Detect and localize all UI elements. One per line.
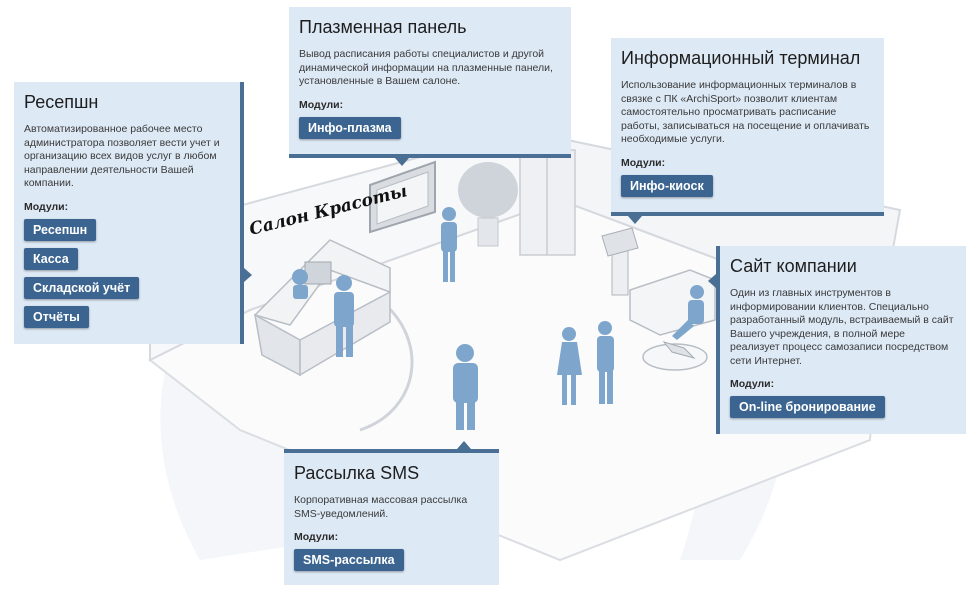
panel-website-pointer <box>708 274 716 288</box>
panel-plasma: Плазменная панель Вывод расписания работ… <box>289 7 571 158</box>
module-button-reception[interactable]: Ресепшн <box>24 218 97 241</box>
module-button-warehouse[interactable]: Складской учёт <box>24 276 140 299</box>
panel-sms-description: Корпоративная массовая рассылка SMS-увед… <box>294 494 468 520</box>
panel-reception: Ресепшн Автоматизированное рабочее место… <box>14 82 244 344</box>
person-man <box>597 321 614 404</box>
panel-sms-modules-label: Модули: <box>294 531 339 543</box>
panel-terminal: Информационный терминал Использование ин… <box>611 38 884 216</box>
person-seated <box>672 285 704 340</box>
panel-plasma-title: Плазменная панель <box>299 17 467 37</box>
panel-reception-description: Автоматизированное рабочее место админис… <box>24 123 220 189</box>
person-silhouettes <box>292 207 704 430</box>
panel-plasma-modules-label: Модули: <box>299 98 344 111</box>
panel-plasma-description: Вывод расписания работы специалистов и д… <box>299 48 553 87</box>
person-at-desk <box>334 275 354 357</box>
panel-sms: Рассылка SMS Корпоративная массовая расс… <box>284 449 499 585</box>
kiosk <box>601 227 639 296</box>
person-back-wall <box>441 207 457 282</box>
panel-website-title: Сайт компании <box>730 256 857 276</box>
panel-reception-modules-label: Модули: <box>24 200 69 213</box>
curved-wall <box>359 298 414 432</box>
plant <box>458 162 518 247</box>
module-button-sms[interactable]: SMS-рассылка <box>294 549 404 571</box>
module-button-reports[interactable]: Отчёты <box>24 305 89 328</box>
panel-terminal-title: Информационный терминал <box>621 48 861 68</box>
panel-website: Сайт компании Один из главных инструмент… <box>716 246 966 434</box>
panel-reception-pointer <box>244 268 252 282</box>
reception-desk <box>253 239 391 377</box>
module-button-info-plasma[interactable]: Инфо-плазма <box>299 116 401 139</box>
panel-website-modules-label: Модули: <box>730 378 775 390</box>
panel-terminal-modules-label: Модули: <box>621 156 666 169</box>
panel-reception-title: Ресепшн <box>24 92 99 112</box>
module-button-online-booking[interactable]: On-line бронирование <box>730 396 885 418</box>
person-phone <box>453 344 478 430</box>
person-receptionist <box>292 269 308 299</box>
panel-terminal-description: Использование информационных терминалов … <box>621 79 870 145</box>
panel-terminal-pointer <box>628 216 642 224</box>
panel-website-description: Один из главных инструментов в информиро… <box>730 287 954 367</box>
person-woman <box>557 327 582 405</box>
panel-plasma-pointer <box>395 158 409 166</box>
panel-sms-title: Рассылка SMS <box>294 463 420 483</box>
module-button-cashier[interactable]: Касса <box>24 247 78 270</box>
plasma-screen-inner <box>376 171 429 225</box>
panel-sms-pointer <box>457 441 471 449</box>
module-button-info-kiosk[interactable]: Инфо-киоск <box>621 174 713 197</box>
